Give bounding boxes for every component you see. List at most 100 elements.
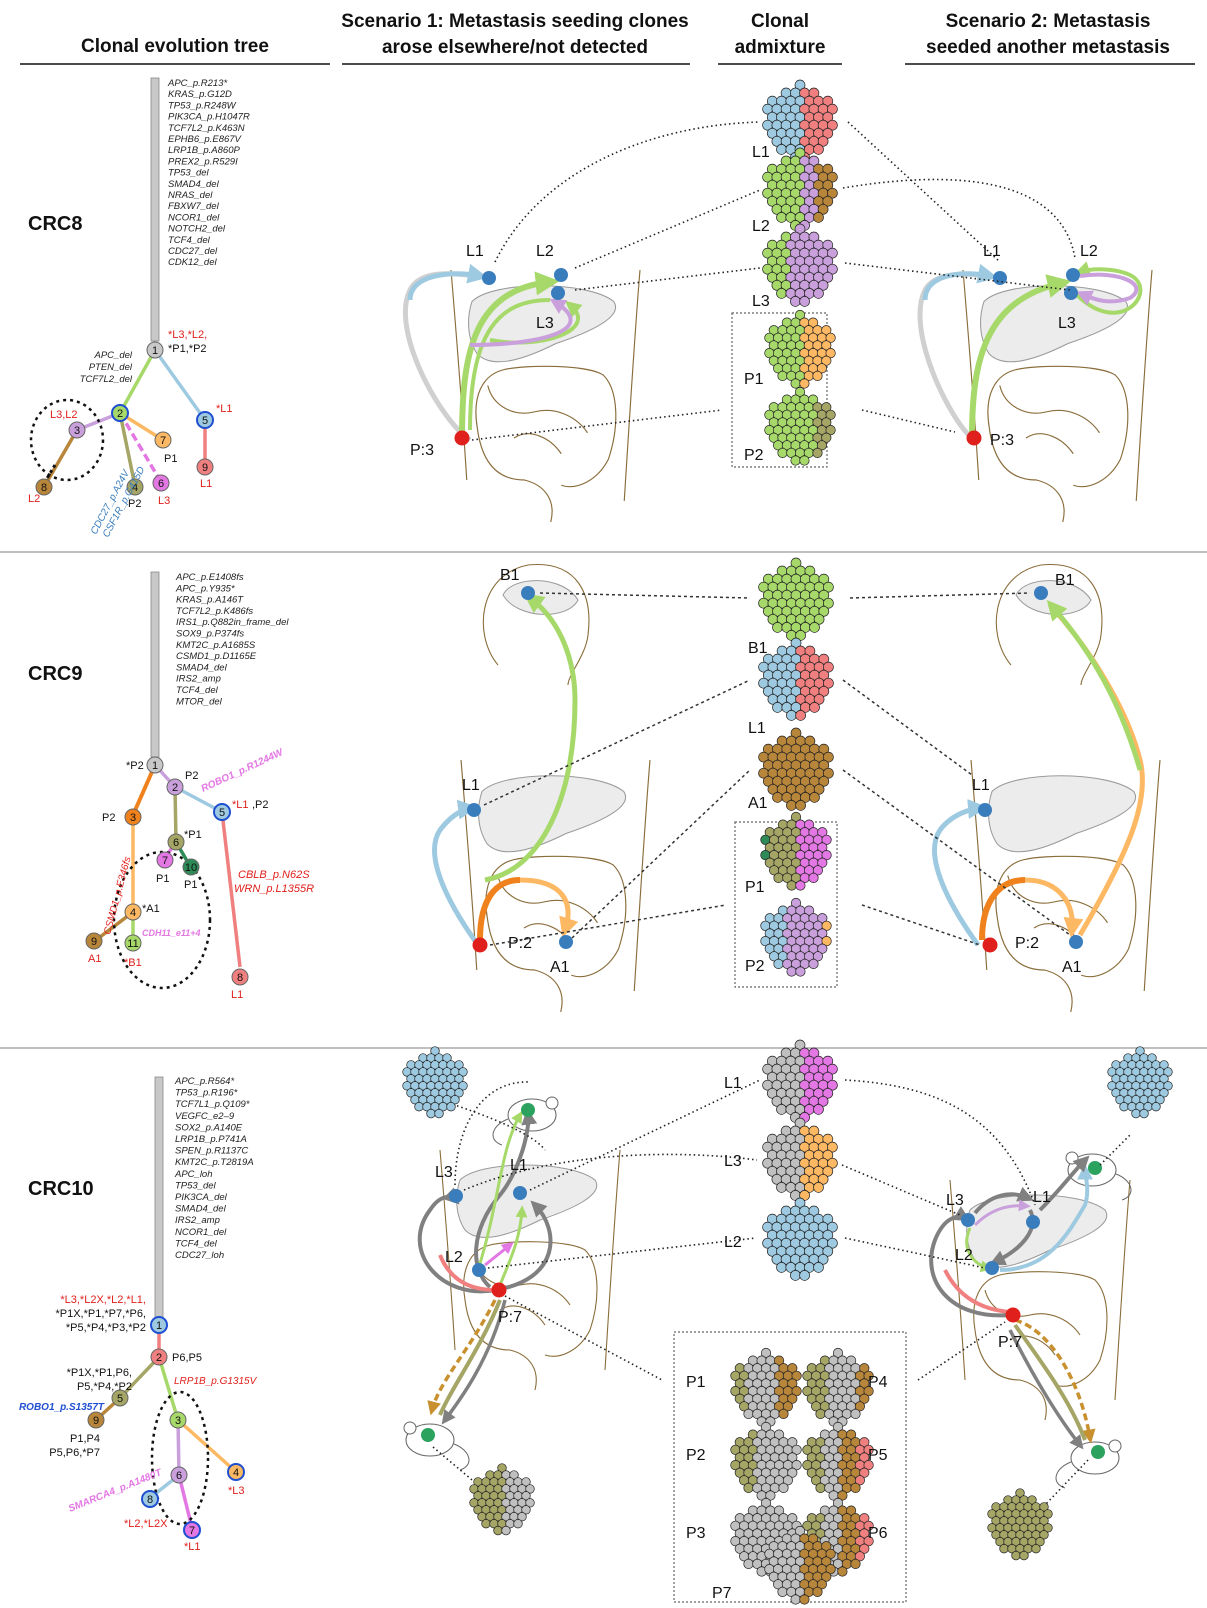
cell-ball — [827, 1157, 838, 1169]
cell-ball — [790, 296, 801, 307]
crc8-primary-box — [731, 312, 828, 468]
trunk-mutation: IRS2_amp — [175, 1215, 220, 1226]
crc9-node6-label: *P1 — [184, 829, 202, 841]
trunk-mutation: IRS2_amp — [176, 674, 221, 685]
crc10-scenario2: L3 L1 L2 P:7 — [929, 1155, 1105, 1459]
cell-ball — [813, 144, 824, 155]
cell-ball — [1031, 1544, 1041, 1554]
cell-ball — [1131, 1108, 1141, 1119]
crc8-s2-site-l1 — [993, 271, 1007, 285]
cell-ball — [813, 288, 824, 299]
trunk-mutation: EPHB6_p.E867V — [168, 134, 243, 145]
admix-crc8-l3-label: L3 — [752, 293, 770, 310]
cell-ball — [817, 928, 828, 939]
cell-ball — [1039, 1530, 1049, 1540]
cell-ball — [786, 880, 797, 891]
cell-ball — [509, 1470, 519, 1480]
crc9-s1-site-primary — [472, 937, 488, 953]
cell-ball — [743, 1558, 754, 1569]
cell-ball — [1039, 1502, 1049, 1512]
crc9-s1-site-a1 — [559, 935, 573, 949]
cell-ball — [794, 1197, 806, 1209]
crc10-s2-label-l3: L3 — [946, 1192, 964, 1209]
cell-ball — [818, 589, 830, 601]
cell-ball — [816, 440, 827, 451]
trunk-mutation: SOX9_p.P374fs — [176, 629, 244, 640]
cell-ball — [808, 231, 820, 243]
cell-ball — [795, 880, 806, 891]
crc10-s1-site-l3 — [449, 1189, 463, 1203]
crc8-node4-label: P2 — [128, 498, 141, 510]
crc9-node8-label: L1 — [231, 989, 243, 1001]
admix-crc10-p5-label: P5 — [868, 1447, 888, 1464]
header-scenario2-line1: Scenario 2: Metastasis — [946, 11, 1151, 32]
trunk-mutation: TP53_del — [168, 168, 210, 179]
cell-ball — [822, 163, 834, 175]
cell-ball — [863, 1536, 874, 1547]
admix-crc9-p2 — [760, 897, 832, 977]
admix-crc10-mouse-bottom-s1 — [469, 1463, 535, 1536]
cell-ball — [772, 622, 783, 633]
cell-ball — [772, 702, 783, 713]
trunk-mutation: TCF4_del — [175, 1238, 218, 1249]
crc9-mut-cblb: CBLB_p.N62S — [238, 869, 310, 881]
admix-crc10-p7 — [764, 1525, 836, 1605]
crc10-scenario1: L3 L1 L2 P:7 — [417, 1103, 553, 1442]
crc8-node7-label: P1 — [164, 453, 177, 465]
cell-ball — [827, 1079, 838, 1091]
trunk-mutation: LRP1B_p.A860P — [168, 145, 240, 156]
trunk-mutation: APC_p.E1408fs — [175, 572, 244, 583]
crc10-s2-site-l1 — [1026, 1215, 1040, 1229]
cell-ball — [859, 1378, 870, 1389]
cell-ball — [791, 1386, 802, 1397]
cell-ball — [1163, 1081, 1173, 1091]
crc9-trunk-mutations: APC_p.E1408fsAPC_p.Y935*KRAS_p.A146TTCF7… — [175, 572, 289, 707]
cell-ball — [458, 1081, 468, 1091]
trunk-mutation: TP53_del — [175, 1180, 217, 1191]
cell-ball — [854, 1475, 865, 1486]
cell-ball — [776, 1104, 787, 1115]
crc10-s2-site-primary — [1005, 1307, 1021, 1323]
svg-text:8: 8 — [237, 972, 243, 984]
crc10-node9-label-0: P1,P4 — [70, 1433, 100, 1445]
admix-crc10-mouse-bottom-s2 — [987, 1488, 1053, 1561]
trunk-mutation: NOTCH2_del — [168, 224, 226, 235]
cell-ball — [818, 685, 830, 697]
cell-ball — [863, 1386, 874, 1397]
cell-ball — [827, 119, 838, 131]
admix-crc8-l2-label: L2 — [752, 218, 770, 235]
cell-ball — [823, 751, 834, 763]
head-outline — [995, 564, 1103, 686]
crc8-branch-mut-1: PTEN_del — [89, 362, 133, 373]
crc10-s2-label-l2: L2 — [955, 1247, 973, 1264]
torso-outline — [450, 269, 641, 523]
cell-ball — [823, 581, 834, 593]
cell-ball — [782, 1475, 793, 1486]
svg-text:6: 6 — [173, 837, 179, 849]
crc10-s1-label-primary: P:7 — [498, 1309, 522, 1326]
cell-ball — [825, 1564, 836, 1575]
svg-text:5: 5 — [219, 807, 225, 819]
cell-ball — [454, 1060, 464, 1070]
admix-crc8-p1 — [764, 309, 836, 389]
cell-ball — [776, 1262, 787, 1273]
crc10-s2-site-l3 — [961, 1213, 975, 1227]
cell-ball — [859, 1543, 870, 1554]
svg-text:11: 11 — [127, 938, 138, 950]
crc9-s2-label-b1: B1 — [1055, 572, 1075, 589]
cell-ball — [854, 1551, 865, 1562]
svg-text:8: 8 — [41, 482, 47, 494]
admix-crc10-l2-label: L2 — [724, 1234, 742, 1251]
cell-ball — [808, 87, 820, 99]
cell-ball — [521, 1505, 531, 1515]
cell-ball — [832, 1497, 844, 1509]
trunk-mutation: IRS1_p.Q882in_frame_del — [176, 617, 289, 628]
crc9-s1-label-primary: P:2 — [508, 935, 532, 952]
cell-ball — [1139, 1108, 1149, 1119]
crc8-s1-site-primary — [454, 430, 470, 446]
crc8-scenario2: L1 L2 L3 P:3 — [917, 243, 1143, 449]
crc8-s2-site-l3 — [1064, 286, 1078, 300]
cell-ball — [426, 1108, 436, 1119]
cell-ball — [827, 263, 838, 275]
admix-crc9-p1-label: P1 — [745, 879, 765, 896]
